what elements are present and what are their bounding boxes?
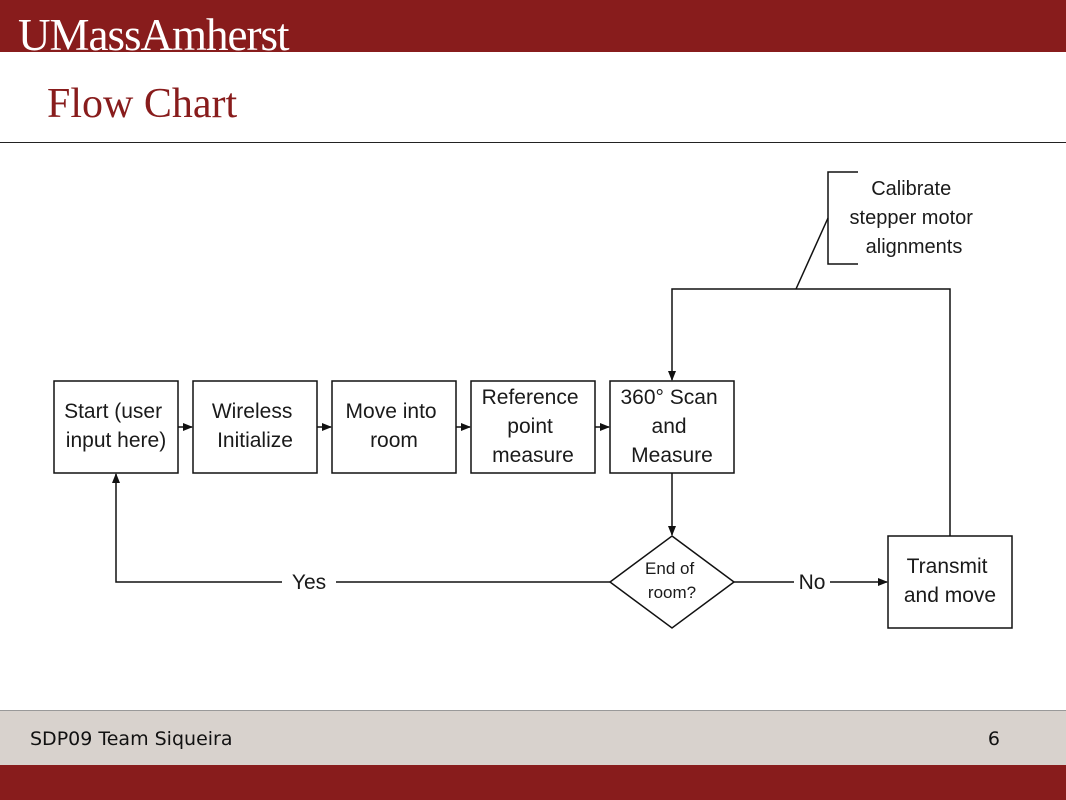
footer-team-name: SDP09 Team Siqueira [30,728,233,750]
annotation-leader-line [795,217,829,290]
annotation-line-1: Calibrate [871,178,951,200]
title-divider [0,142,1066,143]
svg-text:Move into room: Move into room [346,400,443,452]
svg-text:Transmit and move: Transmit and move [904,555,996,607]
page-number: 6 [987,728,1000,750]
umass-logo: UMassAmherst [18,10,289,52]
node-transmit-line-2: and move [904,584,996,607]
node-scan-box [609,380,735,474]
annotation-line-2: stepper motor [850,207,974,229]
edge-label-no: No [799,571,826,594]
node-end-of-room-decision: End of room? [608,535,736,629]
node-reference-line-3: measure [492,444,574,467]
node-start-line-2: input here) [66,429,166,452]
decision-line-2: room? [648,583,696,602]
node-reference-line-1: Reference [482,386,579,409]
node-scan-line-1: 360° Scan [621,386,718,409]
node-scan-line-2: and [652,415,687,438]
decision-diamond [608,535,736,629]
node-transmit-line-1: Transmit [907,555,988,578]
node-reference-point: Reference point measure [470,380,596,474]
header-bar: UMassAmherst [0,0,1066,52]
svg-text:End of room?: End of room? [645,559,699,602]
svg-text:360° Scan and Meas: 360° Scan and Measure [621,386,724,467]
node-wireless-box [192,380,318,474]
svg-text:Reference point me: Reference point measure [482,386,585,467]
node-move-into-room: Move into room [331,380,457,474]
footer-bar: SDP09 Team Siqueira 6 [0,711,1066,765]
node-start-box [53,380,179,474]
node-wireless-initialize: Wireless Initialize [192,380,318,474]
annotation-line-3: alignments [866,236,963,258]
node-scan-line-3: Measure [631,444,713,467]
decision-line-1: End of [645,559,694,578]
node-reference-line-2: point [507,415,553,438]
node-scan-measure: 360° Scan and Measure [609,380,735,474]
arrow-yes-to-start [116,474,610,583]
footer-divider [0,710,1066,711]
slide-title: Flow Chart [47,81,238,127]
svg-text:Wireless Initialize: Wireless Initialize [212,400,298,452]
node-move-line-1: Move into [346,400,437,423]
node-transmit-box [887,535,1013,629]
arrow-transmit-to-scan [668,288,951,536]
edge-label-yes: Yes [292,571,326,594]
annotation-calibrate: Calibrate stepper motor alignments [850,178,979,258]
node-move-line-2: room [370,429,418,452]
bottom-bar [0,765,1066,800]
node-transmit-move: Transmit and move [887,535,1013,629]
node-start-line-1: Start (user [64,400,162,423]
node-start: Start (user input here) [53,380,179,474]
node-wireless-line-2: Initialize [217,429,293,452]
node-move-box [331,380,457,474]
svg-text:Start (user input here): Start (user input here) [64,400,168,452]
flow-chart-diagram: Start (user input here) Wireless Initial… [53,171,1013,629]
node-wireless-line-1: Wireless [212,400,293,423]
